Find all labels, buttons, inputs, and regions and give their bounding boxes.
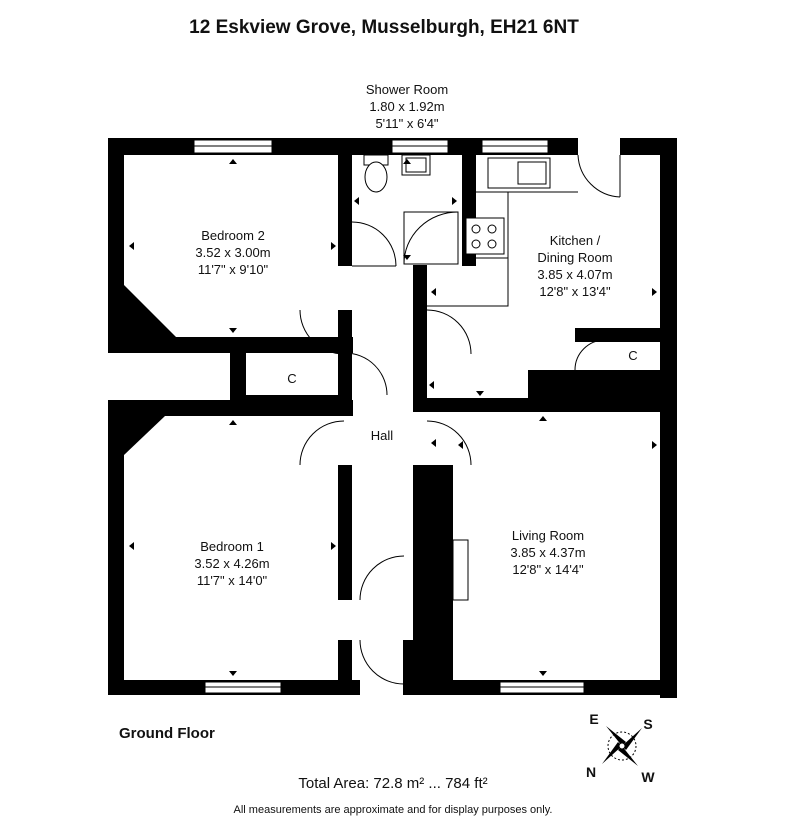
kitchen-name-1: Kitchen /: [550, 233, 601, 248]
kitchen-metric: 3.85 x 4.07m: [537, 267, 612, 282]
hall-label: Hall: [371, 428, 394, 443]
hob: [465, 217, 505, 255]
bedroom1-name: Bedroom 1: [200, 539, 264, 554]
cupboard2-label: C: [628, 348, 637, 363]
compass-east: E: [589, 711, 598, 727]
compass-north: N: [586, 764, 596, 780]
bedroom2-imperial: 11'7" x 9'10": [198, 262, 269, 277]
living-room-metric: 3.85 x 4.37m: [510, 545, 585, 560]
shower-room-imperial: 5'11" x 6'4": [375, 116, 438, 131]
bedroom2-metric: 3.52 x 3.00m: [195, 245, 270, 260]
dimension-markers: [129, 159, 657, 676]
fixtures: [363, 154, 578, 601]
shower-room-name: Shower Room: [366, 82, 448, 97]
doors: [299, 154, 621, 685]
bedroom2-name: Bedroom 2: [201, 228, 265, 243]
toilet-bowl: [364, 161, 388, 193]
living-room-imperial: 12'8" x 14'4": [512, 562, 584, 577]
living-room-name: Living Room: [512, 528, 584, 543]
shower-room-metric: 1.80 x 1.92m: [369, 99, 444, 114]
windows: [193, 139, 585, 694]
bedroom1-imperial: 11'7" x 14'0": [197, 573, 268, 588]
plan-title: 12 Eskview Grove, Musselburgh, EH21 6NT: [189, 17, 579, 38]
compass-west: W: [641, 769, 655, 785]
floor-label: Ground Floor: [119, 725, 215, 742]
bedroom1-metric: 3.52 x 4.26m: [194, 556, 269, 571]
compass-south: S: [643, 716, 652, 732]
fireplace: [452, 539, 469, 601]
walls: [108, 138, 677, 698]
disclaimer: All measurements are approximate and for…: [234, 804, 553, 816]
cupboard1-label: C: [287, 371, 296, 386]
compass-icon: E S N W: [586, 711, 655, 785]
kitchen-name-2: Dining Room: [537, 250, 612, 265]
total-area: Total Area: 72.8 m² ... 784 ft²: [298, 775, 487, 792]
kitchen-imperial: 12'8" x 13'4": [539, 284, 611, 299]
